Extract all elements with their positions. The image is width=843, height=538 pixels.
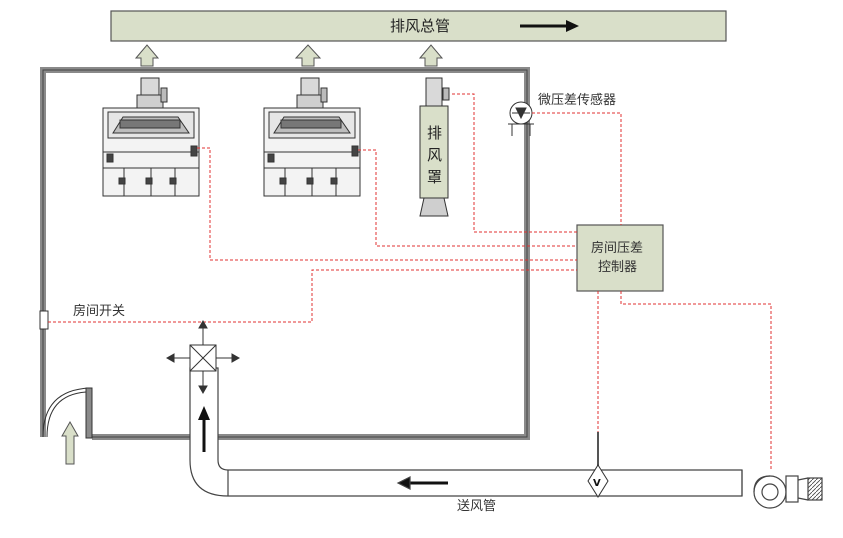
supply-flow-arrow-icon bbox=[396, 476, 411, 490]
exhaust-up-arrows bbox=[134, 44, 444, 67]
room-walls bbox=[40, 67, 530, 440]
exhaust-hood-char-1: 排 bbox=[427, 124, 442, 142]
micro-sensor-label: 微压差传感器 bbox=[538, 92, 616, 108]
fume-hood-1 bbox=[102, 77, 200, 197]
exhaust-hood: 排 风 罩 bbox=[419, 77, 450, 217]
supply-air-valve: V bbox=[587, 432, 609, 498]
signal-lines bbox=[48, 93, 772, 470]
exhaust-hood-char-3: 罩 bbox=[427, 168, 442, 186]
flow-arrow-icon bbox=[566, 20, 579, 32]
room-pressure-controller: 房间压差 控制器 bbox=[576, 224, 664, 292]
room-door bbox=[42, 387, 93, 439]
supply-air-duct: 送风管 bbox=[189, 367, 823, 514]
controller-label-line2: 控制器 bbox=[598, 260, 637, 275]
valve-label: V bbox=[593, 478, 601, 489]
supply-diffuser bbox=[165, 319, 241, 395]
supply-up-arrow-icon bbox=[198, 406, 210, 420]
room-switch-label: 房间开关 bbox=[73, 303, 125, 319]
controller-label-line1: 房间压差 bbox=[591, 240, 643, 256]
exhaust-main-label: 排风总管 bbox=[390, 17, 450, 35]
up-arrow-icon bbox=[418, 44, 444, 67]
supply-up-arrow bbox=[198, 406, 210, 452]
up-arrow-icon bbox=[134, 44, 160, 67]
room-switch: 房间开关 bbox=[39, 303, 125, 330]
up-arrow-icon bbox=[294, 44, 322, 67]
supply-duct-label: 送风管 bbox=[457, 499, 496, 514]
door-inlet-arrow-icon bbox=[61, 420, 79, 465]
exhaust-main-duct: 排风总管 bbox=[110, 10, 727, 42]
exhaust-hood-char-2: 风 bbox=[427, 146, 442, 164]
fume-hood-2 bbox=[263, 77, 361, 197]
